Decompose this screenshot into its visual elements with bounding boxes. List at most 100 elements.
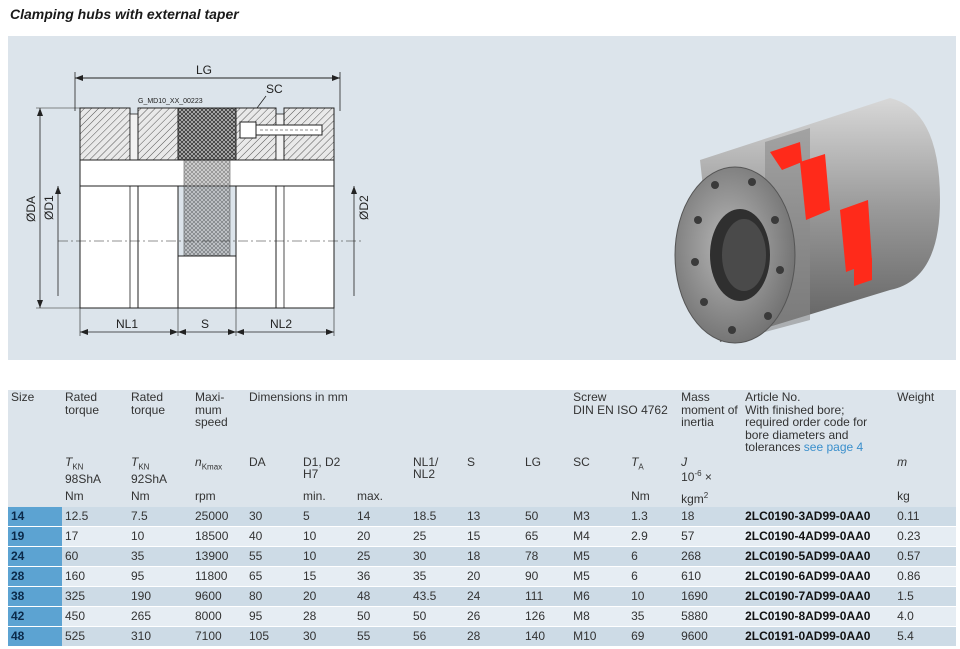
unit-kgm2: kgm2 bbox=[678, 488, 743, 507]
cell-da: 40 bbox=[246, 526, 300, 547]
cell-dmin: 28 bbox=[300, 606, 354, 627]
cell-tkn98: 325 bbox=[62, 586, 128, 607]
cell-lg: 126 bbox=[522, 606, 571, 627]
col-weight: Weight bbox=[894, 390, 957, 455]
lg-header: LG bbox=[522, 454, 571, 489]
cell-size: 38 bbox=[8, 586, 62, 607]
cell-dmin: 5 bbox=[300, 506, 354, 527]
cell-tkn92: 7.5 bbox=[128, 506, 192, 527]
cell-tkn98: 17 bbox=[62, 526, 128, 547]
cell-weight: 5.4 bbox=[894, 626, 957, 647]
cell-lg: 65 bbox=[522, 526, 571, 547]
cell-weight: 0.23 bbox=[894, 526, 957, 547]
unit-max: max. bbox=[354, 488, 410, 507]
cell-sc: M6 bbox=[570, 586, 629, 607]
cell-lg: 90 bbox=[522, 566, 571, 587]
cell-s: 26 bbox=[464, 606, 522, 627]
cell-sc: M4 bbox=[570, 526, 629, 547]
cell-da: 65 bbox=[246, 566, 300, 587]
cell-j: 268 bbox=[678, 546, 743, 567]
cell-da: 105 bbox=[246, 626, 300, 647]
cell-article: 2LC0190-6AD99-0AA0 bbox=[742, 566, 895, 587]
nkmax-symbol: nKmax bbox=[192, 454, 246, 489]
cell-dmin: 10 bbox=[300, 546, 354, 567]
cell-nmax: 25000 bbox=[192, 506, 246, 527]
cell-dmin: 20 bbox=[300, 586, 354, 607]
cell-sc: M8 bbox=[570, 606, 629, 627]
cell-article: 2LC0190-4AD99-0AA0 bbox=[742, 526, 895, 547]
cell-dmax: 25 bbox=[354, 546, 410, 567]
cell-da: 30 bbox=[246, 506, 300, 527]
d2-label: ØD2 bbox=[357, 195, 371, 220]
da-header: DA bbox=[246, 454, 300, 489]
cell-sc: M5 bbox=[570, 566, 629, 587]
lg-label: LG bbox=[196, 63, 212, 77]
cell-dmax: 14 bbox=[354, 506, 410, 527]
drawing-ref-code: G_MD10_XX_00223 bbox=[138, 98, 203, 105]
cell-tkn92: 10 bbox=[128, 526, 192, 547]
cell-article: 2LC0190-8AD99-0AA0 bbox=[742, 606, 895, 627]
sc-label: SC bbox=[266, 82, 283, 96]
unit-nm: Nm bbox=[128, 488, 192, 507]
cell-dmin: 15 bbox=[300, 566, 354, 587]
sc-header: SC bbox=[570, 454, 629, 489]
col-article-no: Article No.With finished bore; required … bbox=[742, 390, 895, 455]
unit-min: min. bbox=[300, 488, 354, 507]
cell-article: 2LC0190-3AD99-0AA0 bbox=[742, 506, 895, 527]
cell-size: 19 bbox=[8, 526, 62, 547]
cell-nl: 50 bbox=[410, 606, 464, 627]
cell-nl: 18.5 bbox=[410, 506, 464, 527]
cell-ta: 2.9 bbox=[628, 526, 679, 547]
cell-j: 5880 bbox=[678, 606, 743, 627]
m-header: m bbox=[894, 454, 957, 489]
col-max-speed: Maxi- mum speed bbox=[192, 390, 246, 455]
cell-nl: 25 bbox=[410, 526, 464, 547]
cell-s: 15 bbox=[464, 526, 522, 547]
cell-tkn92: 35 bbox=[128, 546, 192, 567]
cell-nmax: 8000 bbox=[192, 606, 246, 627]
unit-nm: Nm bbox=[62, 488, 128, 507]
da-label: ØDA bbox=[24, 196, 38, 222]
d1-label: ØD1 bbox=[42, 195, 56, 220]
cell-da: 80 bbox=[246, 586, 300, 607]
cell-ta: 6 bbox=[628, 546, 679, 567]
col-rated-torque-92: Rated torque bbox=[128, 390, 192, 455]
see-page-link[interactable]: see page 4 bbox=[803, 440, 864, 454]
cell-size: 42 bbox=[8, 606, 62, 627]
cell-ta: 10 bbox=[628, 586, 679, 607]
cell-lg: 140 bbox=[522, 626, 571, 647]
cell-dmax: 50 bbox=[354, 606, 410, 627]
cell-article: 2LC0190-5AD99-0AA0 bbox=[742, 546, 895, 567]
page-title: Clamping hubs with external taper bbox=[10, 6, 239, 22]
cell-dmax: 20 bbox=[354, 526, 410, 547]
col-rated-torque-98: Rated torque bbox=[62, 390, 128, 455]
cell-j: 18 bbox=[678, 506, 743, 527]
cell-size: 24 bbox=[8, 546, 62, 567]
cell-tkn98: 12.5 bbox=[62, 506, 128, 527]
cell-weight: 0.86 bbox=[894, 566, 957, 587]
cell-size: 28 bbox=[8, 566, 62, 587]
cell-weight: 4.0 bbox=[894, 606, 957, 627]
cell-s: 13 bbox=[464, 506, 522, 527]
cell-s: 28 bbox=[464, 626, 522, 647]
cell-nl: 30 bbox=[410, 546, 464, 567]
spec-table: Size Rated torque Rated torque Maxi- mum… bbox=[8, 390, 957, 647]
technical-drawing: LG G_MD10_XX_00223 SC ØD bbox=[8, 36, 428, 360]
cell-lg: 111 bbox=[522, 586, 571, 607]
cell-tkn92: 95 bbox=[128, 566, 192, 587]
nl2-label: NL2 bbox=[270, 317, 292, 331]
cell-tkn92: 190 bbox=[128, 586, 192, 607]
cell-j: 1690 bbox=[678, 586, 743, 607]
cell-nmax: 11800 bbox=[192, 566, 246, 587]
cell-tkn92: 265 bbox=[128, 606, 192, 627]
s-label: S bbox=[201, 317, 209, 331]
cell-dmax: 55 bbox=[354, 626, 410, 647]
cell-tkn98: 160 bbox=[62, 566, 128, 587]
